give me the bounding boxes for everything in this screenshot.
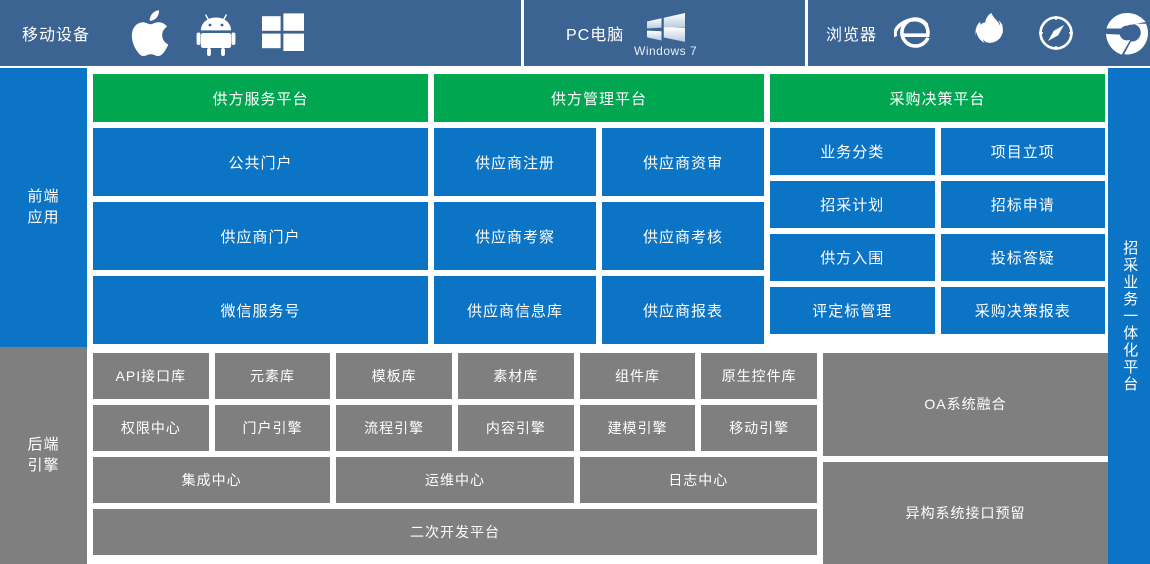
sidebar-label-frontend: 前端 应用 (0, 68, 87, 347)
module-procurement-decision-report[interactable]: 采购决策报表 (940, 287, 1105, 334)
module-row: 供应商信息库 供应商报表 (434, 276, 764, 344)
module-bid-clarification[interactable]: 投标答疑 (940, 234, 1105, 281)
backend-integration-panels: OA系统融合 异构系统接口预留 (823, 353, 1108, 564)
engine-element-library[interactable]: 元素库 (214, 353, 331, 399)
windows-phone-icon (262, 12, 304, 54)
module-row: 业务分类 项目立项 (770, 128, 1105, 175)
engine-integration-center[interactable]: 集成中心 (93, 457, 331, 503)
engine-row-engines: 权限中心 门户引擎 流程引擎 内容引擎 建模引擎 移动引擎 (93, 405, 818, 451)
module-row: 供方入围 投标答疑 (770, 234, 1105, 281)
pc-icon-row: Windows 7 (634, 9, 805, 58)
platform-header-procurement-decision[interactable]: 采购决策平台 (770, 74, 1105, 122)
engine-row-libraries: API接口库 元素库 模板库 素材库 组件库 原生控件库 (93, 353, 818, 399)
module-public-portal[interactable]: 公共门户 (93, 128, 428, 196)
module-procurement-plan[interactable]: 招采计划 (770, 181, 935, 228)
main-body: 前端 应用 后端 引擎 供方服务平台 公共门户 供应商门户 微信 (0, 68, 1150, 564)
safari-icon (1034, 11, 1078, 55)
backend-engine-grid: API接口库 元素库 模板库 素材库 组件库 原生控件库 权限中心 门户引擎 流… (93, 353, 818, 564)
module-bid-evaluation-management[interactable]: 评定标管理 (770, 287, 935, 334)
module-project-initiation[interactable]: 项目立项 (940, 128, 1105, 175)
windows7-caption: Windows 7 (634, 43, 698, 58)
module-supplier-shortlist[interactable]: 供方入围 (770, 234, 935, 281)
panel-oa-system-integration[interactable]: OA系统融合 (823, 353, 1108, 456)
engine-process-engine[interactable]: 流程引擎 (336, 405, 453, 451)
module-bidding-application[interactable]: 招标申请 (940, 181, 1105, 228)
backend-layer: API接口库 元素库 模板库 素材库 组件库 原生控件库 权限中心 门户引擎 流… (87, 347, 1108, 564)
engine-api-library[interactable]: API接口库 (93, 353, 209, 399)
module-supplier-qualification-review[interactable]: 供应商资审 (602, 128, 764, 196)
browsers-label: 浏览器 (826, 27, 878, 44)
engine-row-centers: 集成中心 运维中心 日志中心 (93, 457, 817, 503)
platform-column-supplier-service: 供方服务平台 公共门户 供应商门户 微信服务号 (93, 74, 428, 347)
device-support-bar: 移动设备 (0, 0, 1150, 68)
engine-content-engine[interactable]: 内容引擎 (458, 405, 574, 451)
module-supplier-information-base[interactable]: 供应商信息库 (434, 276, 596, 344)
platform-header-supplier-service[interactable]: 供方服务平台 (93, 74, 428, 122)
engine-component-library[interactable]: 组件库 (579, 353, 696, 399)
engine-mobile-engine[interactable]: 移动引擎 (701, 405, 818, 451)
engine-secondary-development-platform[interactable]: 二次开发平台 (93, 509, 817, 555)
layer-sidebar: 前端 应用 后端 引擎 (0, 68, 87, 564)
engine-template-library[interactable]: 模板库 (336, 353, 453, 399)
internet-explorer-icon (894, 11, 938, 55)
panel-heterogeneous-interface-reserve[interactable]: 异构系统接口预留 (823, 461, 1108, 564)
diagram-content: 供方服务平台 公共门户 供应商门户 微信服务号 供方管理平台 供应商注册 供应商… (87, 68, 1108, 564)
engine-native-control-library[interactable]: 原生控件库 (701, 353, 818, 399)
engine-portal-engine[interactable]: 门户引擎 (214, 405, 331, 451)
module-row: 评定标管理 采购决策报表 (770, 287, 1105, 334)
engine-operations-center[interactable]: 运维中心 (336, 457, 574, 503)
module-row: 供应商考察 供应商考核 (434, 202, 764, 270)
sidebar-label-backend: 后端 引擎 (0, 347, 87, 564)
sidebar-backend-line2: 引擎 (27, 456, 60, 474)
topbar-segment-browsers: 浏览器 (808, 0, 1150, 66)
sidebar-frontend-line2: 应用 (27, 208, 60, 226)
engine-log-center[interactable]: 日志中心 (579, 457, 817, 503)
browser-icon-row (894, 10, 1150, 56)
chrome-icon (1104, 10, 1150, 56)
module-supplier-report[interactable]: 供应商报表 (602, 276, 764, 344)
module-supplier-portal[interactable]: 供应商门户 (93, 202, 428, 270)
windows7-icon: Windows 7 (634, 9, 697, 58)
platform-column-supplier-management: 供方管理平台 供应商注册 供应商资审 供应商考察 供应商考核 供应商信息库 供应… (434, 74, 764, 347)
module-wechat-service-account[interactable]: 微信服务号 (93, 276, 428, 344)
frontend-layer: 供方服务平台 公共门户 供应商门户 微信服务号 供方管理平台 供应商注册 供应商… (87, 68, 1108, 347)
pc-label: PC电脑 (566, 27, 625, 44)
module-supplier-registration[interactable]: 供应商注册 (434, 128, 596, 196)
android-icon (196, 10, 236, 56)
engine-permission-center[interactable]: 权限中心 (93, 405, 209, 451)
apple-icon (130, 10, 170, 56)
procurement-module-grid: 业务分类 项目立项 招采计划 招标申请 供方入围 投标答疑 评定标管理 (770, 128, 1105, 334)
sidebar-frontend-line1: 前端 (27, 188, 60, 206)
engine-material-library[interactable]: 素材库 (458, 353, 574, 399)
engine-modeling-engine[interactable]: 建模引擎 (579, 405, 696, 451)
right-vertical-banner: 招采业务一体化平台 (1108, 68, 1150, 564)
sidebar-backend-line1: 后端 (27, 436, 60, 454)
module-business-classification[interactable]: 业务分类 (770, 128, 935, 175)
module-row: 供应商注册 供应商资审 (434, 128, 764, 196)
platform-header-supplier-management[interactable]: 供方管理平台 (434, 74, 764, 122)
platform-column-procurement-decision: 采购决策平台 业务分类 项目立项 招采计划 招标申请 供方入围 投标答疑 (770, 74, 1105, 347)
topbar-segment-pc: PC电脑 (524, 0, 805, 66)
module-supplier-inspection[interactable]: 供应商考察 (434, 202, 596, 270)
firefox-icon (964, 11, 1008, 55)
module-supplier-assessment[interactable]: 供应商考核 (602, 202, 764, 270)
mobile-devices-label: 移动设备 (22, 27, 91, 44)
module-row: 招采计划 招标申请 (770, 181, 1105, 228)
topbar-segment-mobile-devices: 移动设备 (0, 0, 521, 66)
mobile-icon-row (130, 10, 521, 56)
